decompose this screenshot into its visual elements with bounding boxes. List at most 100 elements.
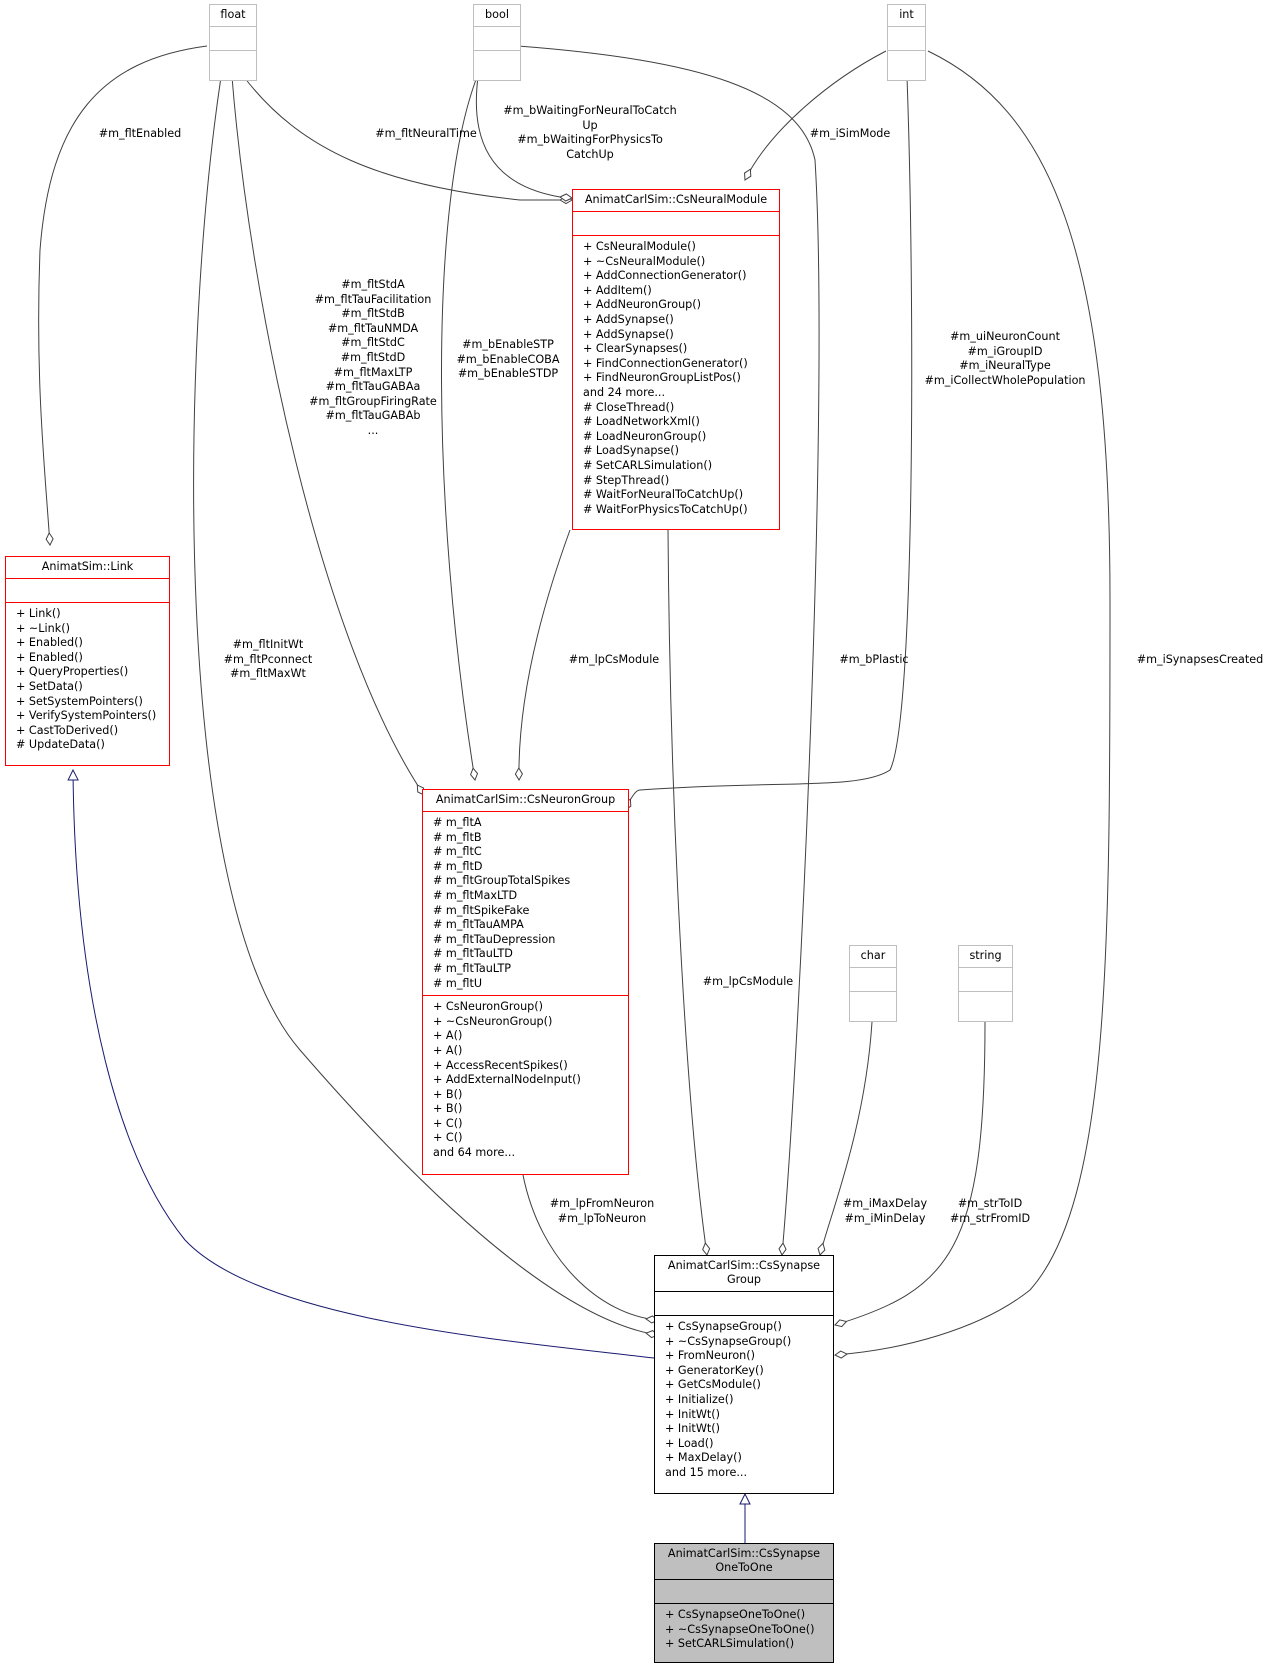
edge-label-line: #m_fltEnabled (98, 127, 182, 140)
edge-label-line: #m_strFromID (949, 1211, 1031, 1225)
edge-label-max-min-delay: #m_iMaxDelay #m_iMinDelay (843, 1197, 927, 1226)
class-title-line: AnimatCarlSim::CsSynapse (667, 1259, 821, 1272)
class-cs-synapse-one-to-one-methods: + CsSynapseOneToOne() + ~CsSynapseOneToO… (655, 1603, 833, 1656)
method-item: and 24 more... (583, 385, 666, 399)
edge-neuralmodule-synapsegroup (667, 529, 711, 1256)
class-int[interactable]: int (887, 4, 926, 81)
method-item: + C() (433, 1131, 463, 1145)
edge-label-line: #m_lpCsModule (702, 975, 794, 988)
edge-label-line: #m_lpFromNeuron (549, 1197, 655, 1210)
method-item: + CsNeuronGroup() (433, 1000, 543, 1014)
attribute-item: # m_fltU (433, 976, 483, 990)
method-item: + CsSynapseGroup() (665, 1320, 782, 1333)
attribute-item: # m_fltTauAMPA (433, 918, 524, 932)
class-bool-title: bool (485, 8, 509, 21)
method-item: # LoadNeuronGroup() (583, 429, 707, 443)
attribute-item: # m_fltGroupTotalSpikes (433, 874, 571, 888)
method-item: + Enabled() (16, 650, 83, 664)
class-string-title: string (969, 949, 1002, 962)
edge-float-link (38, 45, 208, 546)
edge-label-line: #m_fltStdC (341, 336, 405, 350)
edge-label-line: #m_fltTauFacilitation (314, 292, 432, 306)
class-cs-synapse-group[interactable]: AnimatCarlSim::CsSynapse Group + CsSynap… (654, 1255, 834, 1494)
class-title-line: Group (726, 1273, 762, 1286)
edge-label-i-sim-mode: #m_iSimMode (810, 127, 891, 142)
class-cs-neural-module[interactable]: AnimatCarlSim::CsNeuralModule + CsNeural… (572, 189, 780, 530)
class-bool[interactable]: bool (473, 4, 521, 81)
method-item: + MaxDelay() (665, 1451, 742, 1465)
method-item: + SetData() (16, 679, 83, 693)
method-item: + B() (433, 1102, 463, 1116)
method-item: + CsSynapseOneToOne() (665, 1608, 806, 1621)
edge-label-flt-neural-time: #m_fltNeuralTime (375, 127, 477, 142)
attribute-item: # m_fltC (433, 845, 482, 859)
edge-label-line: #m_fltNeuralTime (375, 127, 477, 140)
edge-neurongroup-synapsegroup (522, 1174, 659, 1324)
edge-int-neurongroup (624, 76, 913, 811)
edge-label-line: #m_lpToNeuron (557, 1211, 647, 1225)
class-cs-neuron-group-attributes: # m_fltA # m_fltB # m_fltC # m_fltD # m_… (423, 811, 628, 995)
method-item: # WaitForNeuralToCatchUp() (583, 488, 744, 502)
class-cs-synapse-group-title: AnimatCarlSim::CsSynapse Group (655, 1256, 833, 1291)
method-item: + ~Link() (16, 621, 70, 635)
attribute-item: # m_fltSpikeFake (433, 903, 530, 917)
method-item: + FindNeuronGroupListPos() (583, 371, 741, 385)
edge-label-line: #m_bWaitingForPhysicsTo (517, 133, 663, 147)
edge-label-line: #m_strToID (957, 1197, 1023, 1210)
class-cs-synapse-one-to-one[interactable]: AnimatCarlSim::CsSynapse OneToOne + CsSy… (654, 1543, 834, 1663)
class-string[interactable]: string (958, 945, 1013, 1022)
class-char[interactable]: char (849, 945, 897, 1022)
method-item: + ~CsSynapseGroup() (665, 1334, 792, 1348)
edge-label-lp-cs-module-ng: #m_lpCsModule (569, 653, 659, 668)
method-item: + GetCsModule() (665, 1378, 761, 1392)
class-float[interactable]: float (209, 4, 257, 81)
edge-label-line: #m_bPlastic (839, 653, 909, 666)
edge-label-neuron-group-bools: #m_bEnableSTP #m_bEnableCOBA #m_bEnableS… (456, 338, 559, 382)
edge-label-line: CatchUp (566, 147, 614, 161)
class-cs-synapse-group-methods: + CsSynapseGroup() + ~CsSynapseGroup() +… (655, 1315, 833, 1485)
edge-label-line: #m_fltMaxWt (230, 667, 306, 681)
class-float-title: float (220, 8, 246, 21)
edge-label-line: #m_iGroupID (967, 344, 1043, 358)
class-link[interactable]: AnimatSim::Link + Link() + ~Link() + Ena… (5, 556, 170, 766)
edge-label-line: #m_iCollectWholePopulation (924, 373, 1086, 387)
class-int-title: int (899, 8, 914, 21)
method-item: + AddItem() (583, 283, 652, 297)
edge-label-line: #m_iNeuralType (959, 359, 1051, 373)
method-item: # WaitForPhysicsToCatchUp() (583, 502, 748, 516)
edge-label-lp-cs-module-sg: #m_lpCsModule (703, 975, 793, 990)
method-item: + AccessRecentSpikes() (433, 1058, 568, 1072)
attribute-item: # m_fltA (433, 816, 482, 829)
method-item: + SetSystemPointers() (16, 694, 143, 708)
edge-label-line: #m_fltTauNMDA (327, 321, 419, 335)
method-item: # LoadSynapse() (583, 444, 679, 458)
edge-neuralmodule-neurongroup (514, 529, 571, 781)
method-item: + B() (433, 1087, 463, 1101)
edge-label-synapse-floats: #m_fltInitWt #m_fltPconnect #m_fltMaxWt (224, 638, 313, 682)
edge-label-b-plastic: #m_bPlastic (839, 653, 908, 668)
edge-label-line: #m_bEnableSTP (462, 338, 554, 351)
edge-bool-synapsegroup (517, 45, 820, 1256)
method-item: + FindConnectionGenerator() (583, 356, 748, 370)
method-item: + SetCARLSimulation() (665, 1637, 795, 1651)
class-title-line: AnimatCarlSim::CsSynapse (667, 1547, 821, 1560)
class-cs-neuron-group[interactable]: AnimatCarlSim::CsNeuronGroup # m_fltA # … (422, 789, 629, 1175)
method-item: + CastToDerived() (16, 723, 119, 737)
edge-label-line: #m_lpCsModule (568, 653, 660, 666)
edge-label-neuron-group-floats: #m_fltStdA #m_fltTauFacilitation #m_fltS… (309, 278, 437, 439)
class-cs-neural-module-methods: + CsNeuralModule() + ~CsNeuralModule() +… (573, 235, 779, 521)
method-item: + ~CsNeuralModule() (583, 254, 706, 268)
method-item: + FromNeuron() (665, 1349, 756, 1363)
class-title-line: OneToOne (715, 1561, 773, 1574)
edge-label-line: #m_fltPconnect (223, 652, 313, 666)
method-item: + InitWt() (665, 1422, 720, 1436)
method-item: + AddConnectionGenerator() (583, 269, 747, 283)
edge-label-line: #m_fltStdA (341, 278, 405, 291)
edge-int-synapsegroup (834, 50, 1111, 1359)
attribute-item: # m_fltTauDepression (433, 932, 556, 946)
edge-label-line: ... (367, 423, 379, 437)
attribute-item: # m_fltB (433, 830, 482, 844)
method-item: + ~CsSynapseOneToOne() (665, 1622, 815, 1636)
